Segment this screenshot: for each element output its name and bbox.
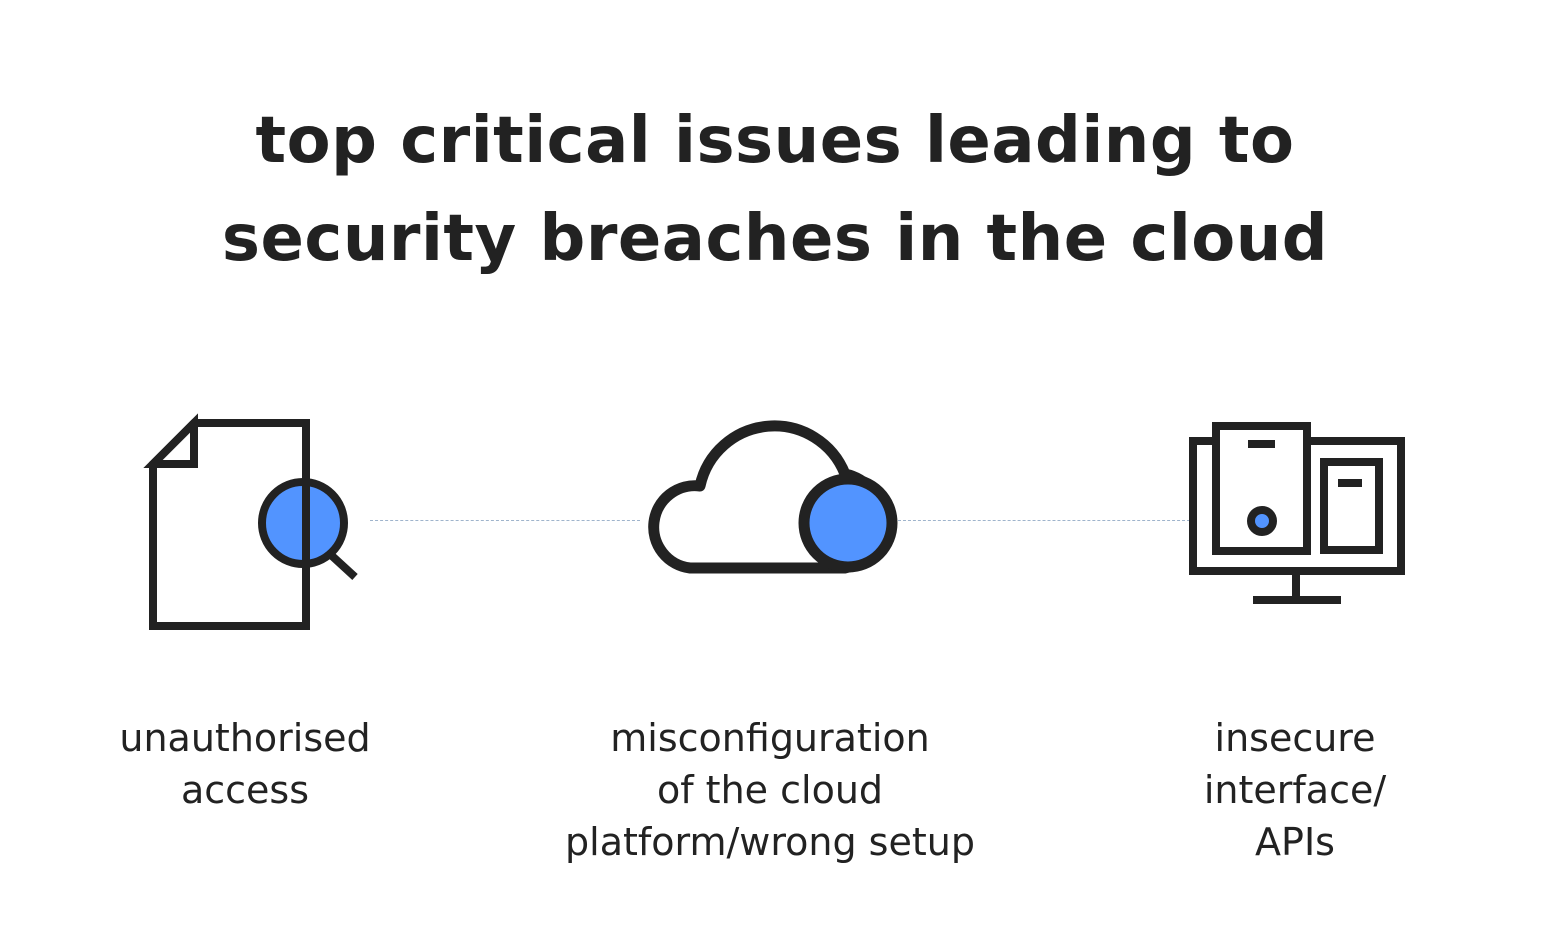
connector-line-left bbox=[370, 520, 640, 521]
label-line: access bbox=[180, 768, 310, 812]
label-line: unauthorised bbox=[119, 716, 371, 760]
label-line: platform/wrong setup bbox=[565, 820, 975, 864]
diagram-title: top critical issues leading to security … bbox=[0, 92, 1550, 288]
cloud-icon bbox=[630, 405, 910, 590]
label-line: interface/ bbox=[1203, 768, 1387, 812]
label-line: insecure bbox=[1214, 716, 1376, 760]
label-line: misconfiguration bbox=[610, 716, 930, 760]
connector-line-right bbox=[898, 520, 1190, 521]
label-unauthorised-access: unauthorised access bbox=[95, 712, 395, 816]
label-line: APIs bbox=[1255, 820, 1335, 864]
label-insecure-interface-apis: insecure interface/ APIs bbox=[1165, 712, 1425, 868]
document-search-icon bbox=[140, 410, 370, 640]
label-line: of the cloud bbox=[656, 768, 884, 812]
title-line-2: security breaches in the cloud bbox=[221, 202, 1329, 276]
devices-monitor-icon bbox=[1180, 415, 1415, 615]
label-misconfiguration: misconfiguration of the cloud platform/w… bbox=[525, 712, 1015, 868]
title-line-1: top critical issues leading to bbox=[255, 104, 1295, 178]
